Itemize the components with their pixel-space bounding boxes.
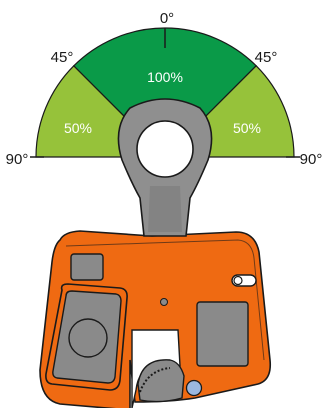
angle-label-0: 0° [160,10,174,27]
right-capacity-label: 50% [233,120,261,136]
center-rivet [160,298,168,306]
shackle-eye-hole [136,120,194,178]
lifting-shackle [117,98,213,237]
cam-segment [137,359,185,403]
angle-label-left-90: 90° [6,151,29,168]
cam-teeth [139,367,171,393]
left-capacity-label: 50% [64,120,92,136]
indicator-dot [185,379,203,397]
angle-label-right-45: 45° [255,49,278,66]
center-capacity-label: 100% [147,69,183,85]
shackle-inner-shading [148,186,182,232]
left-plate-circle [68,318,108,358]
angle-label-right-90: 90° [300,151,323,168]
locking-pin [233,275,243,286]
angle-label-left-45: 45° [51,49,74,66]
clamp-body [39,230,272,411]
right-side-plate [196,301,249,367]
top-window [70,253,104,281]
clamp-body-inner-edge [65,239,265,361]
